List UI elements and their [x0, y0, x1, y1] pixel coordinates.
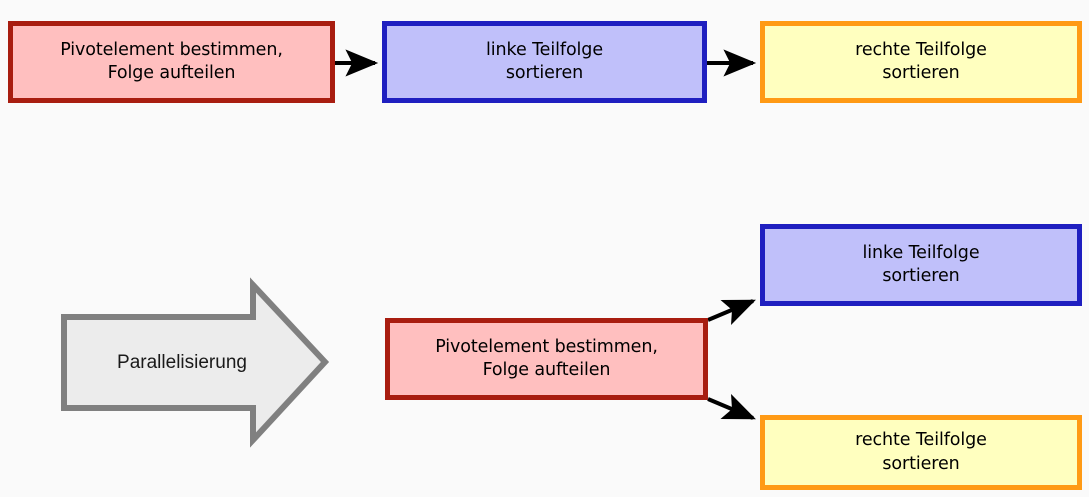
node-label: linke Teilfolge sortieren — [862, 242, 980, 286]
node-left-sublist-sequential[interactable]: linke Teilfolge sortieren — [382, 21, 707, 103]
node-label: Pivotelement bestimmen, Folge aufteilen — [435, 336, 658, 380]
block-arrow-parallelisierung — [61, 277, 330, 448]
node-label: linke Teilfolge sortieren — [486, 39, 603, 83]
node-label: rechte Teilfolge sortieren — [855, 39, 987, 83]
node-label: Pivotelement bestimmen, Folge aufteilen — [60, 39, 283, 83]
node-label: rechte Teilfolge sortieren — [855, 430, 987, 474]
connector-pivot2-to-left2 — [707, 299, 756, 326]
node-right-sublist-sequential[interactable]: rechte Teilfolge sortieren — [760, 21, 1082, 103]
node-left-sublist-parallel[interactable]: linke Teilfolge sortieren — [760, 224, 1082, 306]
node-pivot-sequential[interactable]: Pivotelement bestimmen, Folge aufteilen — [8, 21, 335, 103]
block-arrow-label: Parallelisierung — [117, 352, 247, 373]
node-pivot-parallel[interactable]: Pivotelement bestimmen, Folge aufteilen — [385, 318, 708, 400]
connector-pivot2-to-right2 — [707, 393, 756, 420]
node-right-sublist-parallel[interactable]: rechte Teilfolge sortieren — [760, 415, 1082, 490]
